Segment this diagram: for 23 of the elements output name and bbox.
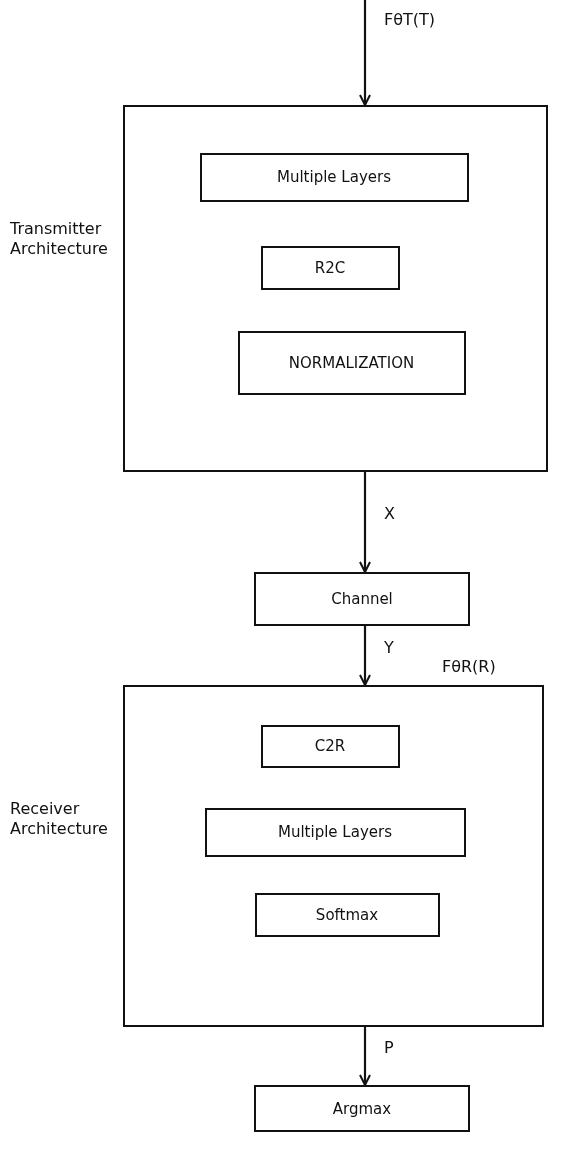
process-box: [237, 330, 466, 395]
section-heading: Transmitter Architecture: [10, 219, 109, 259]
process-box: [260, 245, 400, 290]
box-label: Argmax: [332, 1099, 392, 1118]
box-label: NORMALIZATION: [288, 353, 415, 372]
section-heading: Receiver Architecture: [10, 799, 109, 839]
arrow: [359, 1027, 371, 1086]
process-box: [199, 152, 469, 202]
arrow: [359, 626, 371, 686]
process-box: [254, 892, 440, 937]
function-label: FθR(R): [442, 657, 496, 676]
box-label: Softmax: [315, 905, 379, 924]
process-box: [254, 572, 470, 626]
process-box: [254, 1085, 470, 1132]
box-label: R2C: [314, 258, 346, 277]
box-label: Multiple Layers: [278, 823, 392, 841]
process-box: [204, 807, 466, 857]
box-label: Channel: [331, 590, 393, 608]
arrow: [359, 0, 371, 106]
box-label: C2R: [314, 737, 346, 755]
process-box: [260, 724, 400, 768]
arrow: [359, 472, 371, 573]
box-label: Multiple Layers: [277, 168, 391, 186]
